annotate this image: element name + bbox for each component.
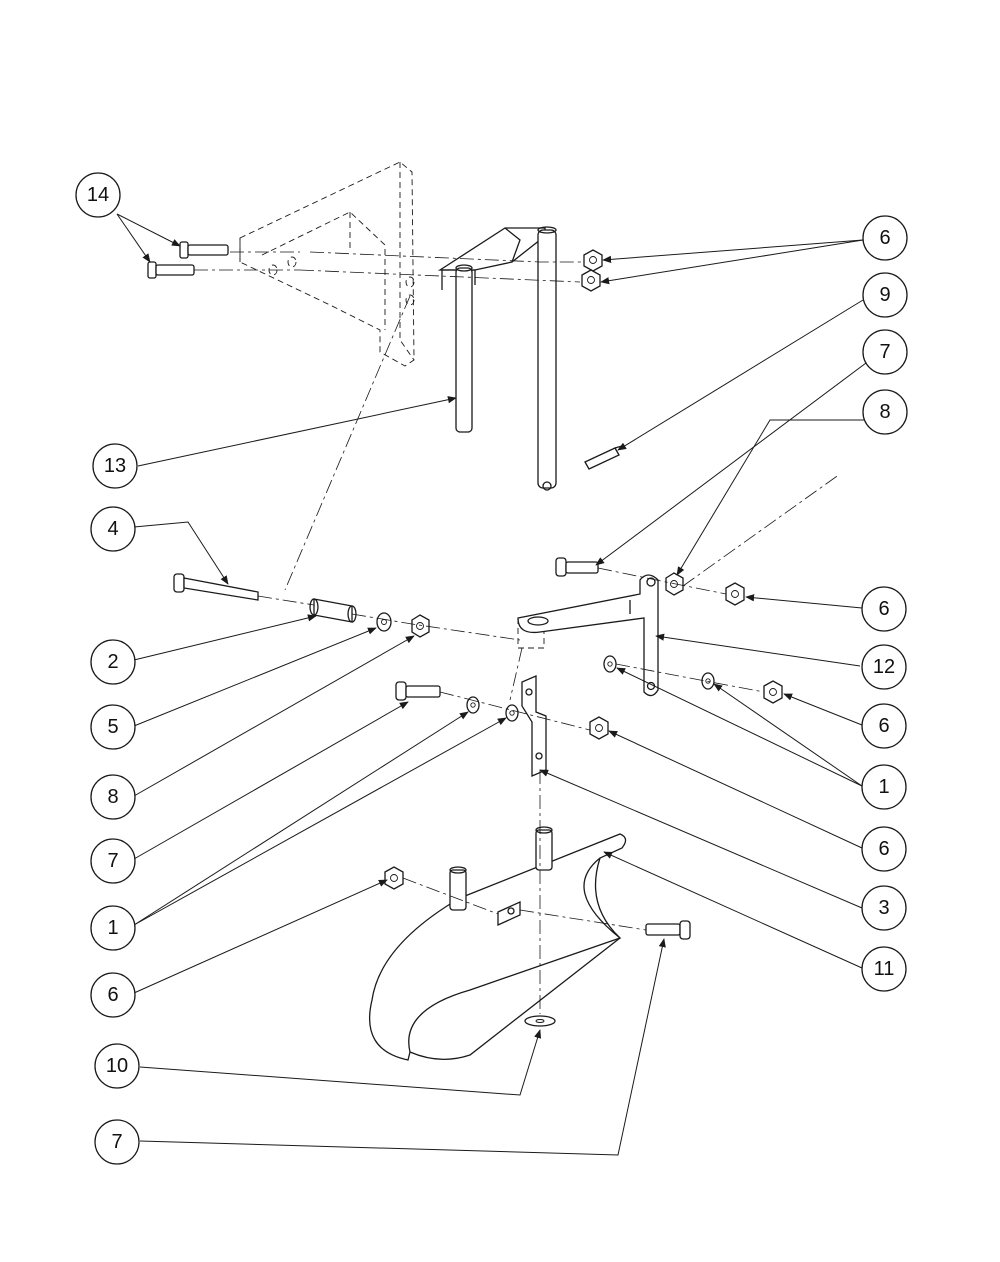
- part-6-nut-right-lower: [763, 680, 783, 704]
- callout-12-label: 12: [873, 656, 895, 678]
- callout-3: 3: [861, 885, 907, 931]
- callout-13: 13: [92, 443, 138, 489]
- callout-8-left: 8: [90, 774, 136, 820]
- callout-7-middle: 7: [90, 838, 136, 884]
- part-7-bolt-fender: [645, 920, 691, 940]
- callout-1-left-label: 1: [107, 917, 118, 939]
- part-1-washer-d: [505, 704, 519, 722]
- callout-11-label: 11: [874, 958, 895, 980]
- callout-6-right-upper-label: 6: [878, 598, 889, 620]
- callout-10-label: 10: [106, 1055, 128, 1077]
- callout-5: 5: [90, 704, 136, 750]
- leader-lines: [116, 213, 867, 1156]
- callout-7-upper-label: 7: [879, 341, 890, 363]
- callout-6-top: 6: [862, 215, 908, 261]
- callout-6-middle-label: 6: [878, 838, 889, 860]
- part-11-fender-blade: [368, 826, 627, 1061]
- part-13-upright-frame: [437, 226, 557, 491]
- part-6-nut-fender: [384, 866, 404, 890]
- part-7-bolt-upper-right: [555, 557, 599, 577]
- assembly-center-lines: [194, 251, 841, 1014]
- callout-8-right: 8: [862, 389, 908, 435]
- part-14-bolt-lower: [147, 261, 195, 279]
- callout-1-right-label: 1: [878, 776, 889, 798]
- part-6-nut-right-upper: [725, 582, 745, 606]
- callout-12: 12: [861, 644, 907, 690]
- part-6-nut-top-1: [583, 249, 603, 272]
- part-8-nut-left: [411, 614, 430, 638]
- callout-10: 10: [94, 1043, 140, 1089]
- callout-6-middle: 6: [861, 826, 907, 872]
- callout-14: 14: [75, 172, 121, 218]
- callout-13-label: 13: [104, 455, 126, 477]
- part-6-nut-top-2: [581, 269, 601, 292]
- callout-3-label: 3: [878, 897, 889, 919]
- callout-4: 4: [90, 506, 136, 552]
- callout-11: 11: [861, 946, 907, 992]
- callout-9: 9: [862, 272, 908, 318]
- callout-1-left: 1: [90, 905, 136, 951]
- part-12-arm-bracket: [517, 574, 659, 697]
- part-2-spacer-tube: [309, 598, 357, 623]
- callout-1-right: 1: [861, 764, 907, 810]
- callout-7-bottom: 7: [94, 1119, 140, 1165]
- part-1-washer-a: [603, 655, 617, 673]
- part-14-bolt-upper: [179, 241, 229, 259]
- part-4-long-bolt: [173, 573, 259, 601]
- callout-6-right-upper: 6: [861, 586, 907, 632]
- callout-7-bottom-label: 7: [111, 1131, 122, 1153]
- callout-8-right-label: 8: [879, 401, 890, 423]
- part-3-bent-plate: [521, 675, 547, 777]
- callout-5-label: 5: [107, 716, 118, 738]
- part-9-pin: [584, 445, 623, 470]
- callout-6-left-label: 6: [107, 984, 118, 1006]
- callout-2: 2: [90, 639, 136, 685]
- callout-6-right-lower: 6: [861, 703, 907, 749]
- part-6-nut-middle: [589, 716, 609, 740]
- callout-6-top-label: 6: [879, 227, 890, 249]
- callout-6-left: 6: [90, 972, 136, 1018]
- phantom-mount-bracket: [239, 161, 415, 367]
- callout-6-right-lower-label: 6: [878, 715, 889, 737]
- part-10-washer-fender: [524, 1015, 556, 1027]
- callout-2-label: 2: [107, 651, 118, 673]
- callout-9-label: 9: [879, 284, 890, 306]
- part-1-washer-b: [701, 672, 715, 690]
- callout-7-middle-label: 7: [107, 850, 118, 872]
- callout-8-left-label: 8: [107, 786, 118, 808]
- part-7-bolt-middle: [395, 681, 441, 701]
- callout-7-upper: 7: [862, 329, 908, 375]
- callout-14-label: 14: [87, 184, 109, 206]
- callout-4-label: 4: [107, 518, 118, 540]
- part-5-washer: [376, 612, 392, 632]
